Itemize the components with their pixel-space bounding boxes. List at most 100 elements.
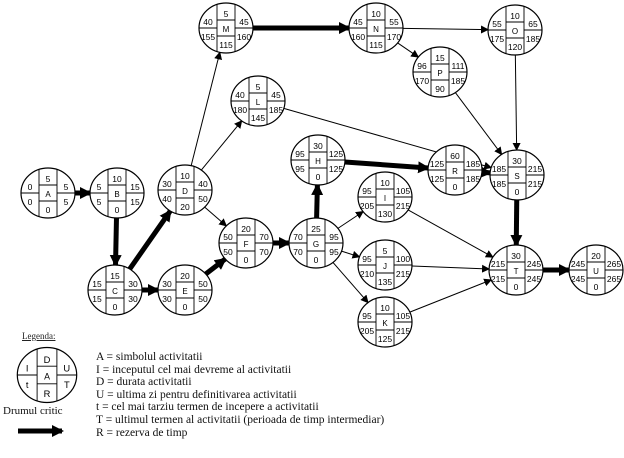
node-field-R: 120 (508, 42, 522, 52)
node-field-R: 0 (314, 255, 319, 265)
node-field-t: 205 (360, 201, 374, 211)
node-field-A: P (437, 69, 442, 78)
node-field-D: D (44, 355, 51, 365)
edge-G-J (341, 250, 361, 259)
node-field-T: 185 (451, 76, 465, 86)
node-field-t: 215 (491, 274, 505, 284)
edge-N-P (397, 42, 420, 58)
edge-K-T (409, 278, 493, 313)
edge-G-H-critical (311, 182, 324, 219)
legend-line: D = durata activitatii (96, 376, 192, 389)
edge-J-T (411, 264, 491, 273)
node-field-D: 20 (591, 251, 601, 261)
node-field-T: 50 (198, 194, 208, 204)
node-field-D: 30 (313, 141, 323, 151)
node-field-t: 205 (360, 326, 374, 336)
legend-line: A = simbolul activitatii (96, 351, 203, 363)
node-field-I: 50 (223, 232, 233, 242)
node-field-R: 0 (594, 282, 599, 292)
node-field-T: 185 (526, 34, 540, 44)
node-field-R: 20 (180, 202, 190, 212)
node-field-t: 175 (490, 34, 504, 44)
node-field-t: 245 (571, 274, 585, 284)
node-field-t: 160 (351, 32, 365, 42)
node-field-D: 15 (110, 271, 120, 281)
node-field-A: J (383, 262, 387, 271)
node-field-R: 0 (183, 302, 188, 312)
node-field-R: R (44, 389, 51, 399)
node-field-R: 0 (514, 282, 519, 292)
node-field-I: 96 (417, 61, 427, 71)
node-field-D: 10 (510, 11, 520, 21)
node-field-t: 0 (28, 197, 33, 207)
node-field-t: 30 (162, 294, 172, 304)
node-field-D: 60 (450, 151, 460, 161)
node-field-D: 10 (380, 303, 390, 313)
node-field-D: 20 (180, 271, 190, 281)
edge-E-F-critical (204, 257, 227, 276)
node-field-U: 185 (466, 159, 480, 169)
edge-H-R-critical (344, 159, 431, 174)
node-field-t: 170 (415, 76, 429, 86)
node-field-I: 245 (571, 259, 585, 269)
node-field-U: 215 (528, 164, 542, 174)
edge-P-S (454, 92, 503, 156)
node-field-T: 265 (607, 274, 621, 284)
node-field-t: 180 (233, 105, 247, 115)
edge-D-L (200, 120, 243, 171)
node-field-T: 185 (466, 174, 480, 184)
node-field-U: 111 (452, 61, 465, 71)
node-field-T: 170 (387, 32, 401, 42)
node-field-A: T (514, 267, 519, 276)
node-field-T: 215 (396, 269, 410, 279)
node-field-A: A (45, 190, 51, 199)
node-field-R: 0 (316, 172, 321, 182)
node-field-D: 30 (512, 156, 522, 166)
node-field-I: 55 (492, 19, 502, 29)
legend-line: t = cel mai tarziu termen de incepere a … (96, 401, 319, 414)
edge-O-S (512, 54, 521, 152)
legend-line: T = ultimul termen al activitatii (perio… (96, 413, 385, 426)
node-field-A: E (182, 287, 187, 296)
node-field-t: t (26, 380, 29, 390)
node-field-T: 185 (269, 105, 283, 115)
edge-B-C-critical (109, 217, 122, 268)
edge-N-O (402, 25, 490, 34)
node-field-R: 90 (435, 84, 445, 94)
node-field-I: 185 (492, 164, 506, 174)
edge-R-S-critical (479, 166, 493, 179)
node-field-D: 30 (511, 251, 521, 261)
node-field-D: 10 (371, 9, 381, 19)
node-field-A: A (44, 371, 50, 381)
node-field-I: 70 (293, 232, 303, 242)
node-field-R: 115 (219, 40, 233, 50)
node-field-U: 245 (527, 259, 541, 269)
legend-title: Legenda: (22, 331, 56, 341)
node-field-U: 100 (396, 254, 410, 264)
node-field-t: 95 (295, 164, 305, 174)
node-field-D: 5 (46, 174, 51, 184)
node-field-t: 5 (97, 197, 102, 207)
node-field-t: 125 (430, 174, 444, 184)
node-field-D: 5 (256, 82, 261, 92)
node-field-T: 15 (130, 197, 140, 207)
node-field-U: 55 (389, 17, 399, 27)
node-field-I: 215 (491, 259, 505, 269)
node-field-I: 15 (92, 279, 102, 289)
